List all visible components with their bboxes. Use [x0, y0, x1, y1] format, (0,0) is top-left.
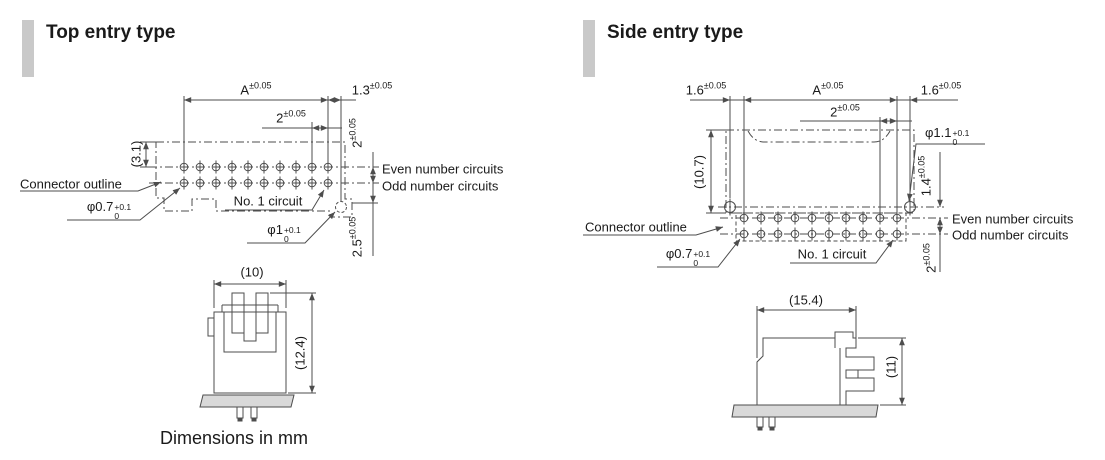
dimensions-note: Dimensions in mm	[160, 428, 309, 448]
top-entry-footprint-view	[20, 96, 379, 256]
side-entry-section-bar	[583, 20, 595, 77]
side-entry-dim-right-1-6: 1.6±0.05	[920, 80, 962, 98]
top-entry-connector-outline	[155, 141, 353, 218]
top-entry-no1-circuit-label: No. 1 circuit	[233, 193, 303, 209]
top-entry-front-view	[199, 280, 316, 422]
side-entry-side-view	[731, 306, 906, 431]
top-entry-section-bar	[22, 20, 34, 77]
side-entry-dim-10-7: (10.7)	[691, 155, 707, 189]
side-entry-pad-grid	[739, 211, 902, 241]
top-entry-dim-row-gap-2: 2±0.05	[347, 118, 365, 148]
side-entry-odd-circuits-label: Odd number circuits	[952, 227, 1069, 243]
side-entry-pcb	[731, 404, 879, 418]
top-entry-pcb	[199, 394, 295, 408]
side-entry-dim-a: A±0.05	[812, 80, 844, 98]
side-entry-footprint-view	[583, 96, 985, 272]
top-entry-pins	[236, 406, 258, 422]
side-entry-dim-15-4: (15.4)	[789, 292, 823, 308]
top-entry-even-circuits-label: Even number circuits	[382, 161, 504, 177]
side-entry-pad-strip	[735, 212, 907, 242]
top-entry-dim-2-5: 2.5±0.05	[347, 216, 365, 258]
top-entry-dim-3-1: (3.1)	[128, 140, 144, 168]
side-entry-dim-row-gap-2: 2±0.05	[921, 243, 939, 273]
side-entry-dim-11: (11)	[883, 355, 899, 379]
top-entry-odd-circuits-label: Odd number circuits	[382, 178, 499, 194]
top-entry-dim-10: (10)	[240, 264, 264, 280]
side-entry-no1-circuit-label: No. 1 circuit	[797, 246, 867, 262]
side-entry-connector-outline	[725, 129, 915, 214]
side-entry-even-circuits-label: Even number circuits	[952, 211, 1074, 227]
top-entry-dim-a: A±0.05	[240, 80, 272, 98]
side-entry-pins	[756, 416, 776, 431]
side-entry-title: Side entry type	[607, 22, 744, 43]
side-entry-dim-pitch-2: 2±0.05	[830, 102, 860, 120]
top-entry-dim-12-4: (12.4)	[292, 336, 308, 370]
top-entry-connector-outline-label: Connector outline	[20, 176, 122, 192]
side-entry-connector-outline-label: Connector outline	[585, 219, 687, 235]
top-entry-pad-grid	[179, 160, 333, 190]
top-entry-title: Top entry type	[46, 22, 176, 43]
side-entry-dim-left-1-6: 1.6±0.05	[685, 80, 727, 98]
top-entry-dim-pitch-2: 2±0.05	[276, 108, 306, 126]
side-entry-dim-1-4: 1.4±0.05	[916, 155, 934, 197]
top-entry-dim-1-3: 1.3±0.05	[351, 80, 393, 98]
top-entry-phi1-hole	[335, 201, 347, 213]
